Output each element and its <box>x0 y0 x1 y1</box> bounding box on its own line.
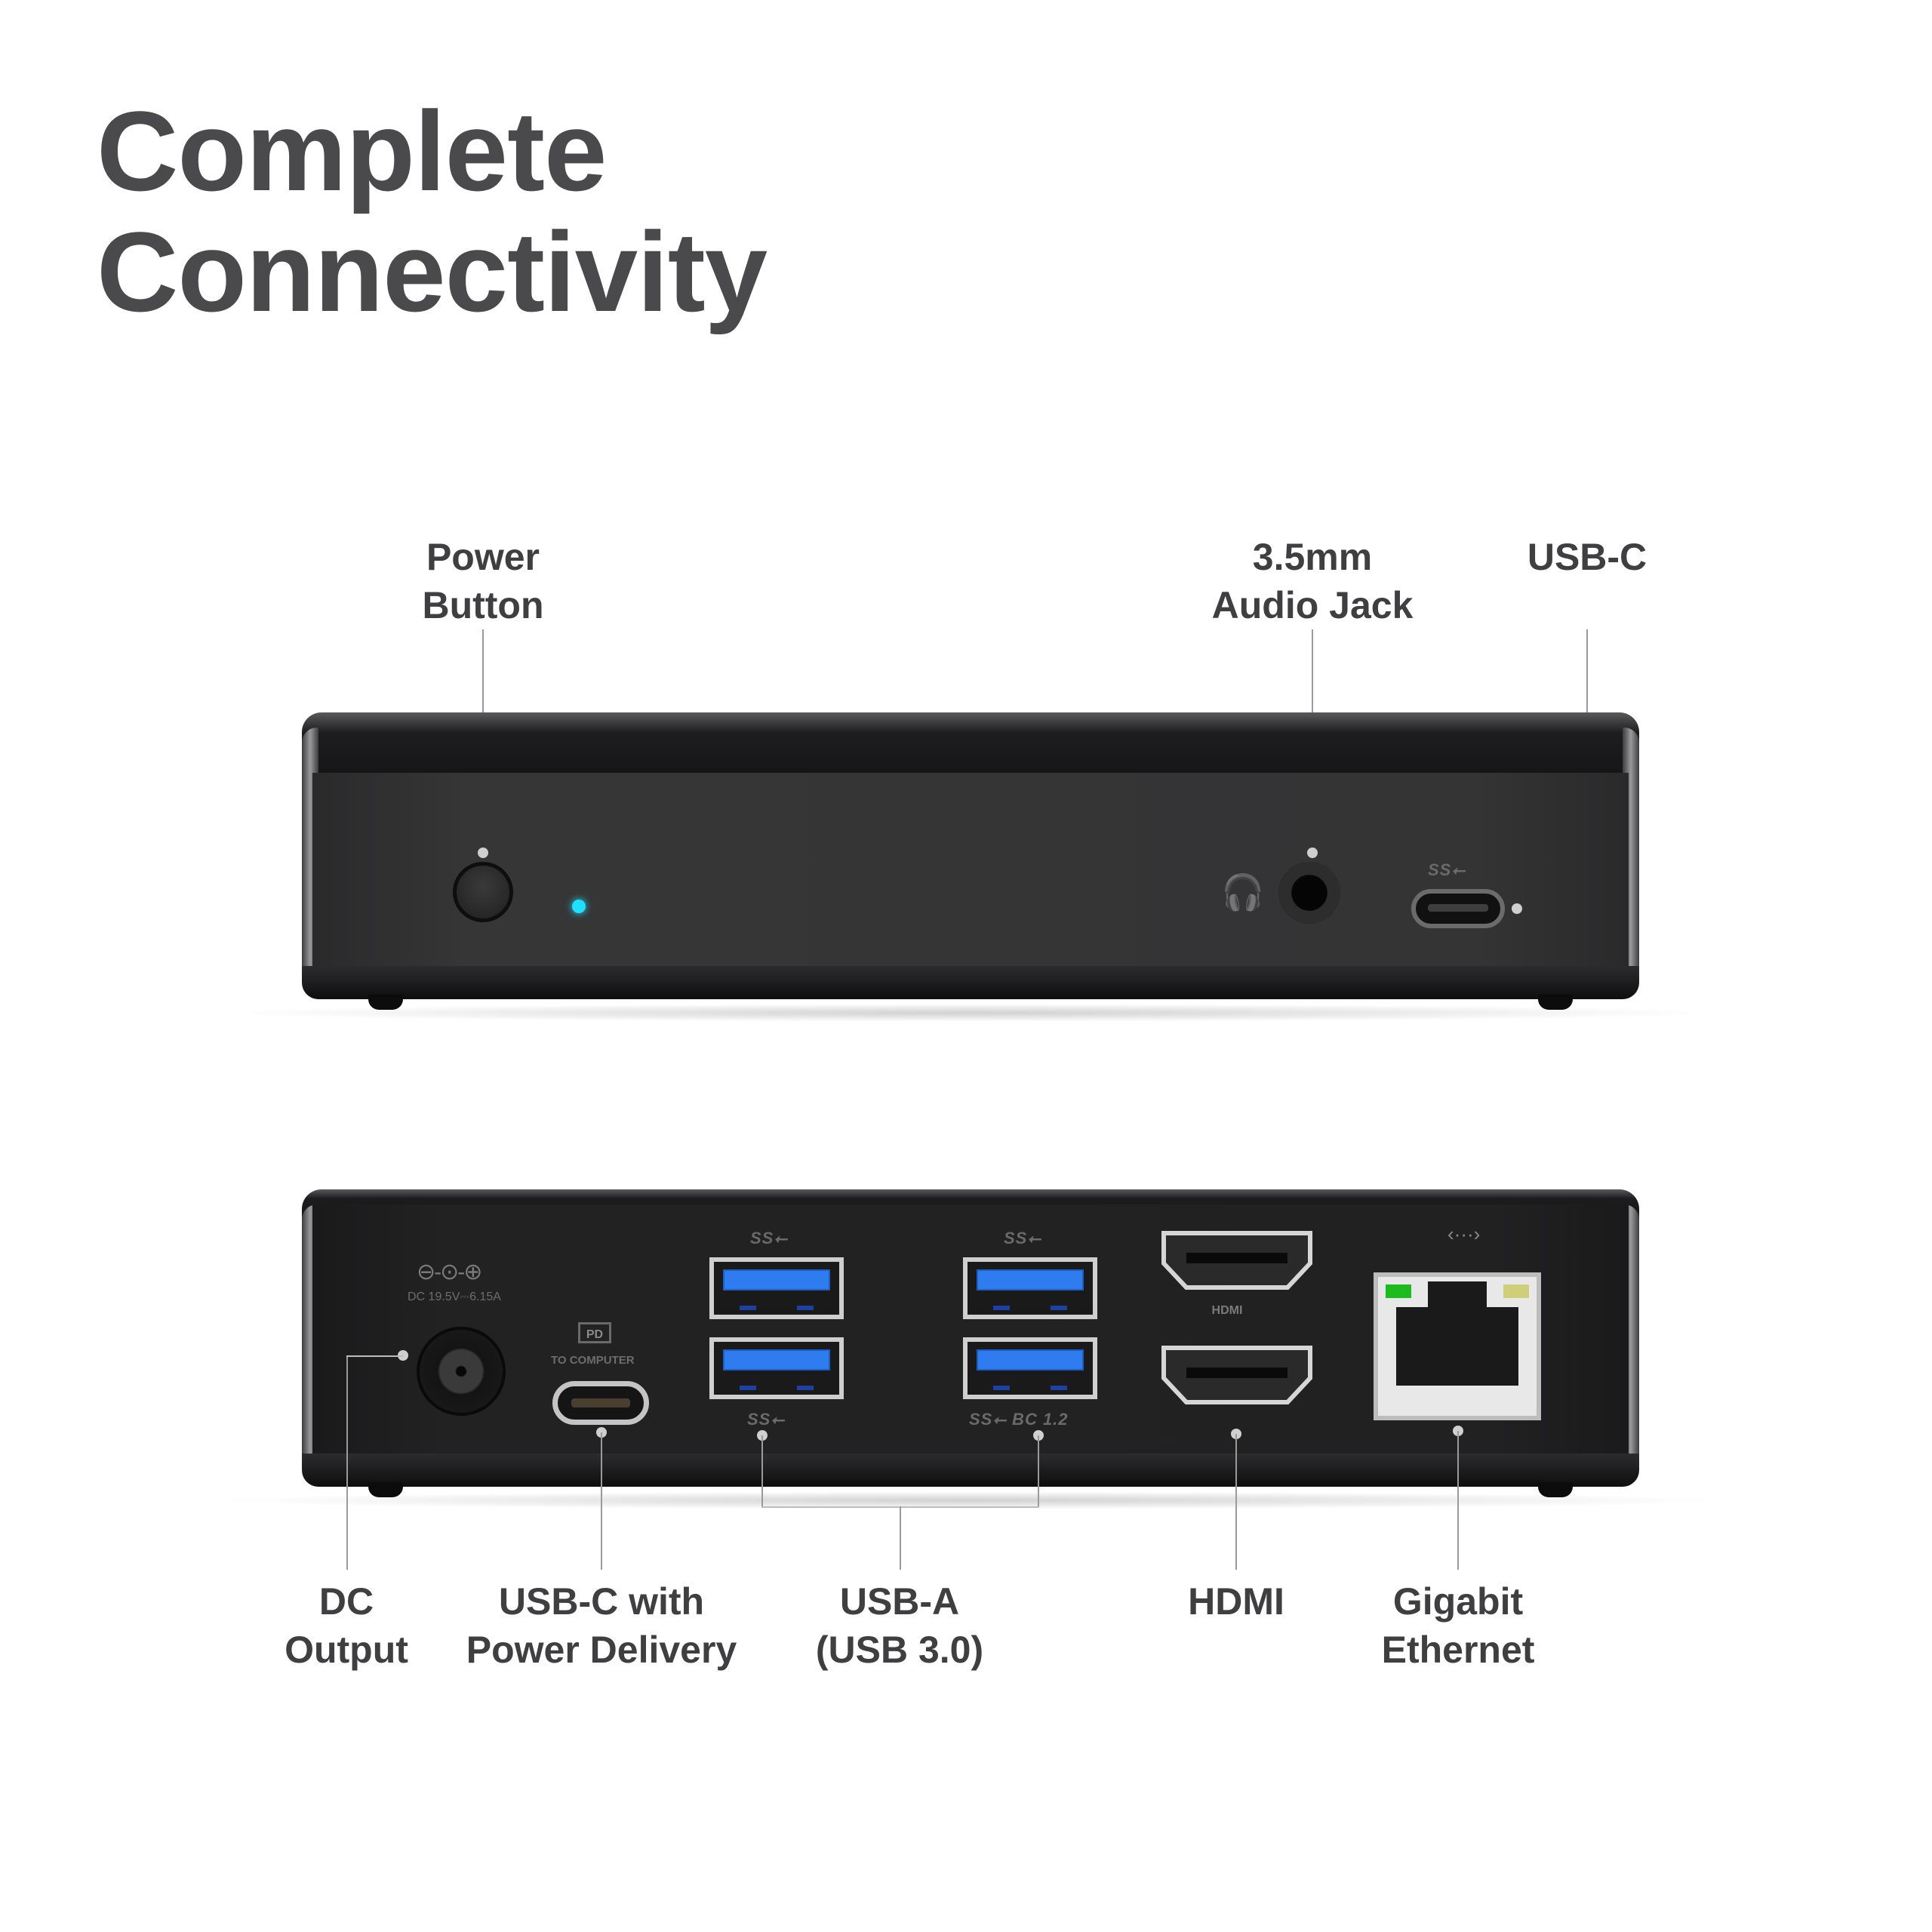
usb-pin <box>797 1386 814 1390</box>
label-line: USB-C with <box>498 1580 705 1623</box>
ethernet-activity-led <box>1503 1284 1529 1298</box>
leader-line-hdmi <box>1235 1434 1237 1570</box>
dc-output-port[interactable] <box>417 1327 506 1416</box>
label-line: HDMI <box>1188 1580 1284 1623</box>
usb-pin <box>740 1306 756 1310</box>
label-hdmi: HDMI <box>1188 1577 1284 1626</box>
label-line: (USB 3.0) <box>815 1629 984 1671</box>
label-line: DC <box>318 1580 374 1623</box>
label-usb-c-pd: USB-C with Power Delivery <box>466 1577 737 1674</box>
leader-line-dc-h <box>346 1355 404 1357</box>
device-foot <box>368 1482 403 1497</box>
device-foot <box>368 995 403 1010</box>
device-foot <box>1538 995 1573 1010</box>
usb-c-port-front[interactable] <box>1411 889 1505 928</box>
usb-tongue <box>723 1269 830 1291</box>
label-line: Power <box>426 536 540 578</box>
label-line: USB-C <box>1527 536 1647 578</box>
leader-line-dc <box>346 1355 348 1570</box>
to-computer-text: TO COMPUTER <box>551 1354 635 1367</box>
dc-spec-text: DC 19.5V⎓6.15A <box>408 1291 501 1303</box>
front-panel <box>312 773 1629 969</box>
rj45-notch <box>1428 1281 1487 1312</box>
label-line: 3.5mm <box>1252 536 1373 578</box>
power-button[interactable] <box>453 862 513 922</box>
label-line: Power Delivery <box>466 1629 737 1671</box>
label-line: USB-A <box>839 1580 960 1623</box>
dock-rear-view: ⊖-⊙-⊕ DC 19.5V⎓6.15A PD TO COMPUTER SS⭠ … <box>211 1189 1730 1509</box>
usb-tongue <box>977 1349 1084 1371</box>
usb-a-port-2[interactable] <box>963 1257 1097 1319</box>
dc-polarity-icon: ⊖-⊙-⊕ <box>417 1260 482 1284</box>
device-base <box>302 1454 1639 1487</box>
ethernet-link-led <box>1386 1284 1411 1298</box>
label-line: Ethernet <box>1381 1629 1535 1671</box>
hdmi-port-shape <box>1161 1346 1312 1404</box>
leader-dot <box>478 848 488 858</box>
label-gigabit-ethernet: Gigabit Ethernet <box>1382 1577 1535 1674</box>
label-line: Audio Jack <box>1211 584 1414 626</box>
usb-a-port-3[interactable] <box>709 1337 844 1399</box>
usb-pin <box>797 1306 814 1310</box>
usb-a-port-4[interactable] <box>963 1337 1097 1399</box>
page-title: Complete Connectivity <box>97 88 768 335</box>
superspeed-usb-icon: SS⭠ <box>1004 1229 1041 1247</box>
leader-dot <box>1307 848 1318 858</box>
headphone-icon: 🎧 <box>1221 872 1265 912</box>
label-line: Button <box>422 584 544 626</box>
label-audio-jack: 3.5mm Audio Jack <box>1212 533 1414 629</box>
label-line: Gigabit <box>1392 1580 1524 1623</box>
rj45-socket <box>1396 1307 1518 1386</box>
audio-jack-port[interactable] <box>1278 862 1340 924</box>
title-line-1: Complete <box>97 88 607 214</box>
device-foot <box>1538 1482 1573 1497</box>
usb-c-pd-port[interactable] <box>552 1381 649 1425</box>
usb-pin <box>993 1306 1010 1310</box>
ethernet-icon: ‹···› <box>1447 1223 1481 1245</box>
device-top-shell <box>302 712 1639 780</box>
hdmi-port-shape <box>1161 1231 1312 1290</box>
device-base <box>302 966 1639 999</box>
dock-front-view: 🎧 SS⭠ <box>211 712 1730 1022</box>
hdmi-logo: HDMI <box>1211 1304 1243 1317</box>
leader-line-ethernet <box>1457 1431 1459 1570</box>
hdmi-port-2[interactable] <box>1161 1345 1313 1405</box>
usb-tongue <box>723 1349 830 1371</box>
leader-line-usba <box>900 1506 901 1570</box>
usb-pin <box>1051 1386 1067 1390</box>
shadow <box>211 1004 1730 1022</box>
usb-pin <box>740 1386 756 1390</box>
hdmi-port-1[interactable] <box>1161 1230 1313 1291</box>
label-line: Output <box>285 1629 408 1671</box>
usb-pin <box>993 1386 1010 1390</box>
title-line-2: Connectivity <box>97 208 768 335</box>
superspeed-bc12-icon: SS⭠ BC 1.2 <box>969 1410 1069 1429</box>
gigabit-ethernet-port[interactable] <box>1374 1272 1541 1420</box>
pd-laptop-icon: PD <box>578 1322 611 1343</box>
label-dc-output: DC Output <box>285 1577 408 1674</box>
superspeed-usb-icon: SS⭠ <box>747 1410 785 1429</box>
leader-line-usbc-pd <box>601 1432 602 1570</box>
superspeed-usb-icon: SS⭠ <box>1428 860 1466 879</box>
leader-dot <box>1512 903 1522 914</box>
power-led-indicator <box>572 900 586 913</box>
usb-pin <box>1051 1306 1067 1310</box>
usb-a-port-1[interactable] <box>709 1257 844 1319</box>
leader-line-usba-left <box>761 1435 763 1508</box>
label-usb-a: USB-A (USB 3.0) <box>816 1577 983 1674</box>
leader-line-usba-right <box>1038 1435 1039 1508</box>
label-usb-c: USB-C <box>1527 533 1647 581</box>
usb-tongue <box>977 1269 1084 1291</box>
label-power-button: Power Button <box>422 533 543 629</box>
superspeed-usb-icon: SS⭠ <box>750 1229 788 1247</box>
